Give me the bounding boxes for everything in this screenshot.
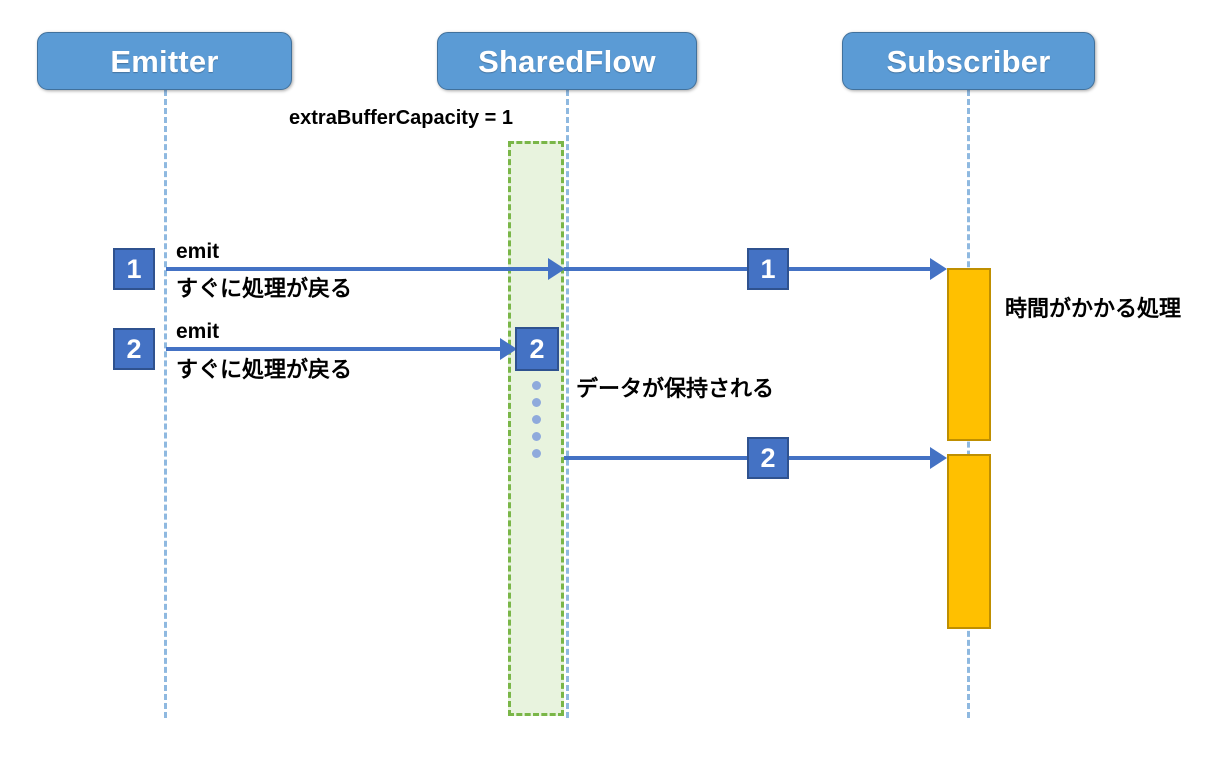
participant-subscriber-label: Subscriber	[886, 43, 1051, 79]
lifeline-emitter	[164, 90, 167, 718]
participant-emitter-label: Emitter	[110, 43, 219, 79]
activation-1	[947, 268, 991, 441]
badge-buffered-2-value: 2	[529, 333, 545, 364]
buffer-dot-3	[532, 415, 541, 424]
emit-1-above-label: emit	[176, 240, 220, 263]
buffer-dot-2	[532, 398, 541, 407]
lifeline-sharedflow	[566, 90, 569, 718]
emit-1-below-label: すぐに処理が戻る	[176, 276, 353, 301]
badge-emit-1: 1	[113, 248, 155, 290]
badge-emit-1-value: 1	[126, 253, 142, 284]
emit-2-above-label: emit	[176, 320, 220, 343]
buffer-dot-5	[532, 449, 541, 458]
participant-subscriber[interactable]: Subscriber	[842, 32, 1095, 90]
badge-emit-2-value: 2	[126, 333, 142, 364]
deliver-2-arrow-head	[930, 447, 947, 469]
badge-deliver-1-value: 1	[760, 253, 776, 284]
participant-sharedflow-label: SharedFlow	[478, 43, 656, 79]
buffer-capacity-label: extraBufferCapacity = 1	[289, 107, 513, 129]
buffer-dot-4	[532, 432, 541, 441]
badge-deliver-1: 1	[747, 248, 789, 290]
activation-2	[947, 454, 991, 629]
buffer-dot-1	[532, 381, 541, 390]
emit-2-arrow-line	[166, 347, 500, 351]
badge-emit-2: 2	[113, 328, 155, 370]
badge-buffered-2: 2	[515, 327, 559, 371]
participant-sharedflow[interactable]: SharedFlow	[437, 32, 697, 90]
emit-1-arrow-line	[166, 267, 548, 271]
badge-deliver-2: 2	[747, 437, 789, 479]
emit-1-arrow-head	[548, 258, 565, 280]
deliver-1-arrow-head	[930, 258, 947, 280]
long-running-label: 時間がかかる処理	[1005, 296, 1182, 321]
emit-2-below-label: すぐに処理が戻る	[176, 357, 353, 382]
buffer-region	[508, 141, 564, 716]
participant-emitter[interactable]: Emitter	[37, 32, 292, 90]
emit-2-arrow-head	[500, 338, 517, 360]
badge-deliver-2-value: 2	[760, 442, 776, 473]
buffer-retained-label: データが保持される	[576, 376, 775, 401]
